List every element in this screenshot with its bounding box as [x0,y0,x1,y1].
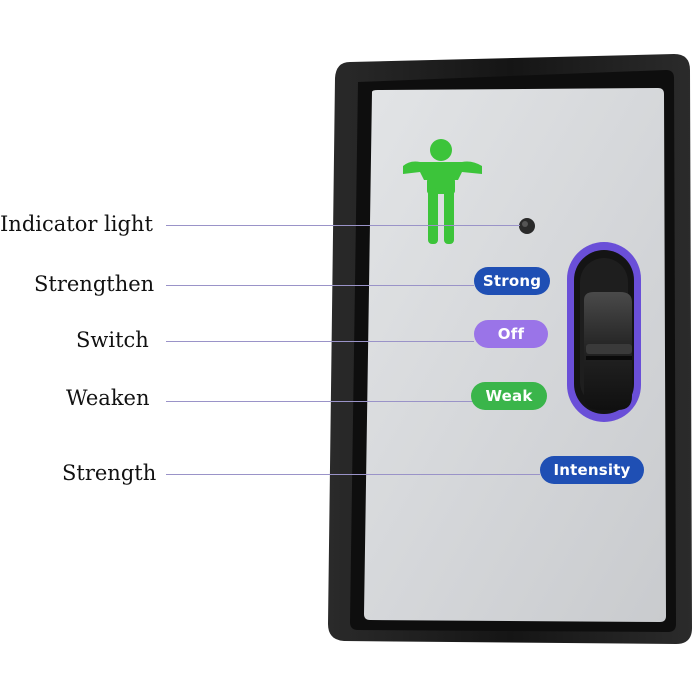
strong-button[interactable]: Strong [474,267,550,295]
strengthen-callout-line [166,285,474,286]
strength-callout-line [166,474,540,475]
intensity-slider[interactable] [567,242,641,422]
indicator-light-label: Indicator light [0,212,153,236]
intensity-button[interactable]: Intensity [540,456,644,484]
strength-label: Strength [62,461,157,485]
indicator-callout-line [166,225,520,226]
weak-button[interactable]: Weak [471,382,547,410]
device-face-panel [364,88,666,622]
weaken-label: Weaken [66,386,150,410]
body-figure-icon [403,139,482,244]
indicator-light [519,218,535,234]
switch-label: Switch [76,328,149,352]
weaken-callout-line [166,401,474,402]
switch-callout-line [166,341,474,342]
off-button[interactable]: Off [474,320,548,348]
strengthen-label: Strengthen [34,272,155,296]
